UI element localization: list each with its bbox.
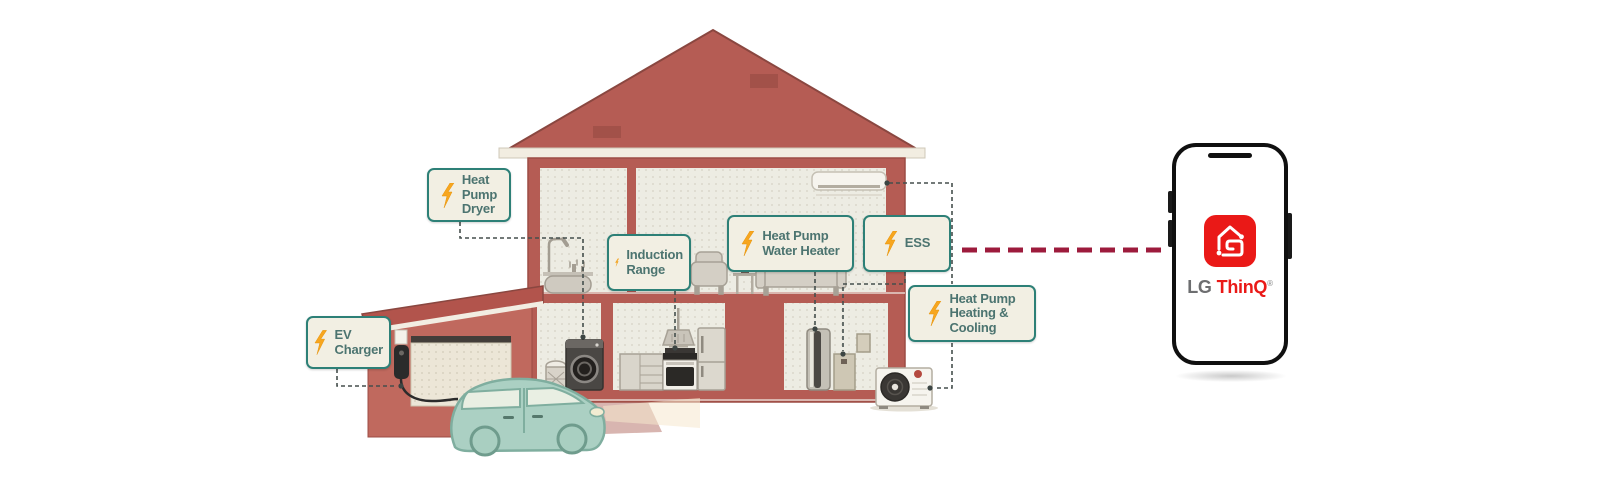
label-heat-pump-dryer: Heat Pump Dryer: [427, 168, 511, 222]
label-heat-pump-heating-cooling: Heat Pump Heating & Cooling: [908, 285, 1036, 342]
lightning-bolt-icon: [884, 231, 898, 256]
lightning-bolt-icon: [928, 301, 942, 326]
phone-power-button: [1287, 213, 1292, 259]
lg-logo-badge: [914, 370, 922, 378]
label-text: Heat Pump Water Heater: [762, 227, 840, 258]
wall-control-box: [856, 333, 871, 353]
thinq-app-text: ThinQ: [1216, 277, 1268, 297]
label-text: ESS: [904, 235, 931, 251]
trademark-symbol: ®: [1267, 279, 1273, 288]
bathtub-and-shower: [543, 237, 593, 294]
headlight-beam: [603, 398, 700, 428]
phone-volume-button: [1168, 220, 1173, 247]
phone-speaker: [1208, 153, 1252, 158]
ev-charger-wallbox: [394, 329, 459, 403]
label-induction-range: Induction Range: [607, 234, 691, 291]
charging-cable: [399, 378, 459, 403]
electric-car: [450, 377, 606, 457]
lg-brand-text: LG: [1187, 277, 1212, 297]
label-text: EV Charger: [334, 326, 384, 357]
phone-volume-button: [1168, 191, 1173, 213]
lightning-bolt-icon: [314, 330, 328, 355]
garage-door-rail: [411, 336, 511, 343]
heat-pump-outdoor-unit: [870, 367, 938, 412]
ess-home-battery: [833, 353, 856, 391]
roof: [499, 28, 926, 153]
label-ev-charger: EV Charger: [306, 316, 391, 369]
headlight: [589, 406, 605, 418]
label-text: Heat Pump Heating & Cooling: [949, 290, 1016, 335]
kitchen-cabinets: [619, 353, 664, 391]
lg-thinq-home-icon: [1204, 215, 1256, 267]
label-ess: ESS: [863, 215, 951, 272]
lightning-bolt-icon: [441, 182, 455, 208]
washing-machine: [565, 339, 604, 391]
label-text: Heat Pump Dryer: [461, 172, 498, 217]
phone-shadow: [1176, 370, 1286, 382]
connector-dots: [398, 180, 933, 391]
air-conditioner-indoor-unit: [811, 171, 887, 196]
label-text: Induction Range: [626, 246, 683, 277]
induction-range-oven: [662, 348, 698, 391]
refrigerator: [697, 327, 726, 391]
appliance-connector-lines: [336, 182, 953, 389]
label-heat-pump-water-heater: Heat Pump Water Heater: [727, 215, 854, 272]
lightning-bolt-icon: [615, 258, 620, 267]
heat-pump-water-heater-tank: [806, 328, 831, 391]
armchair: [690, 251, 728, 295]
lightning-bolt-icon: [741, 231, 755, 256]
pendant-hood-lamp: [661, 308, 696, 348]
